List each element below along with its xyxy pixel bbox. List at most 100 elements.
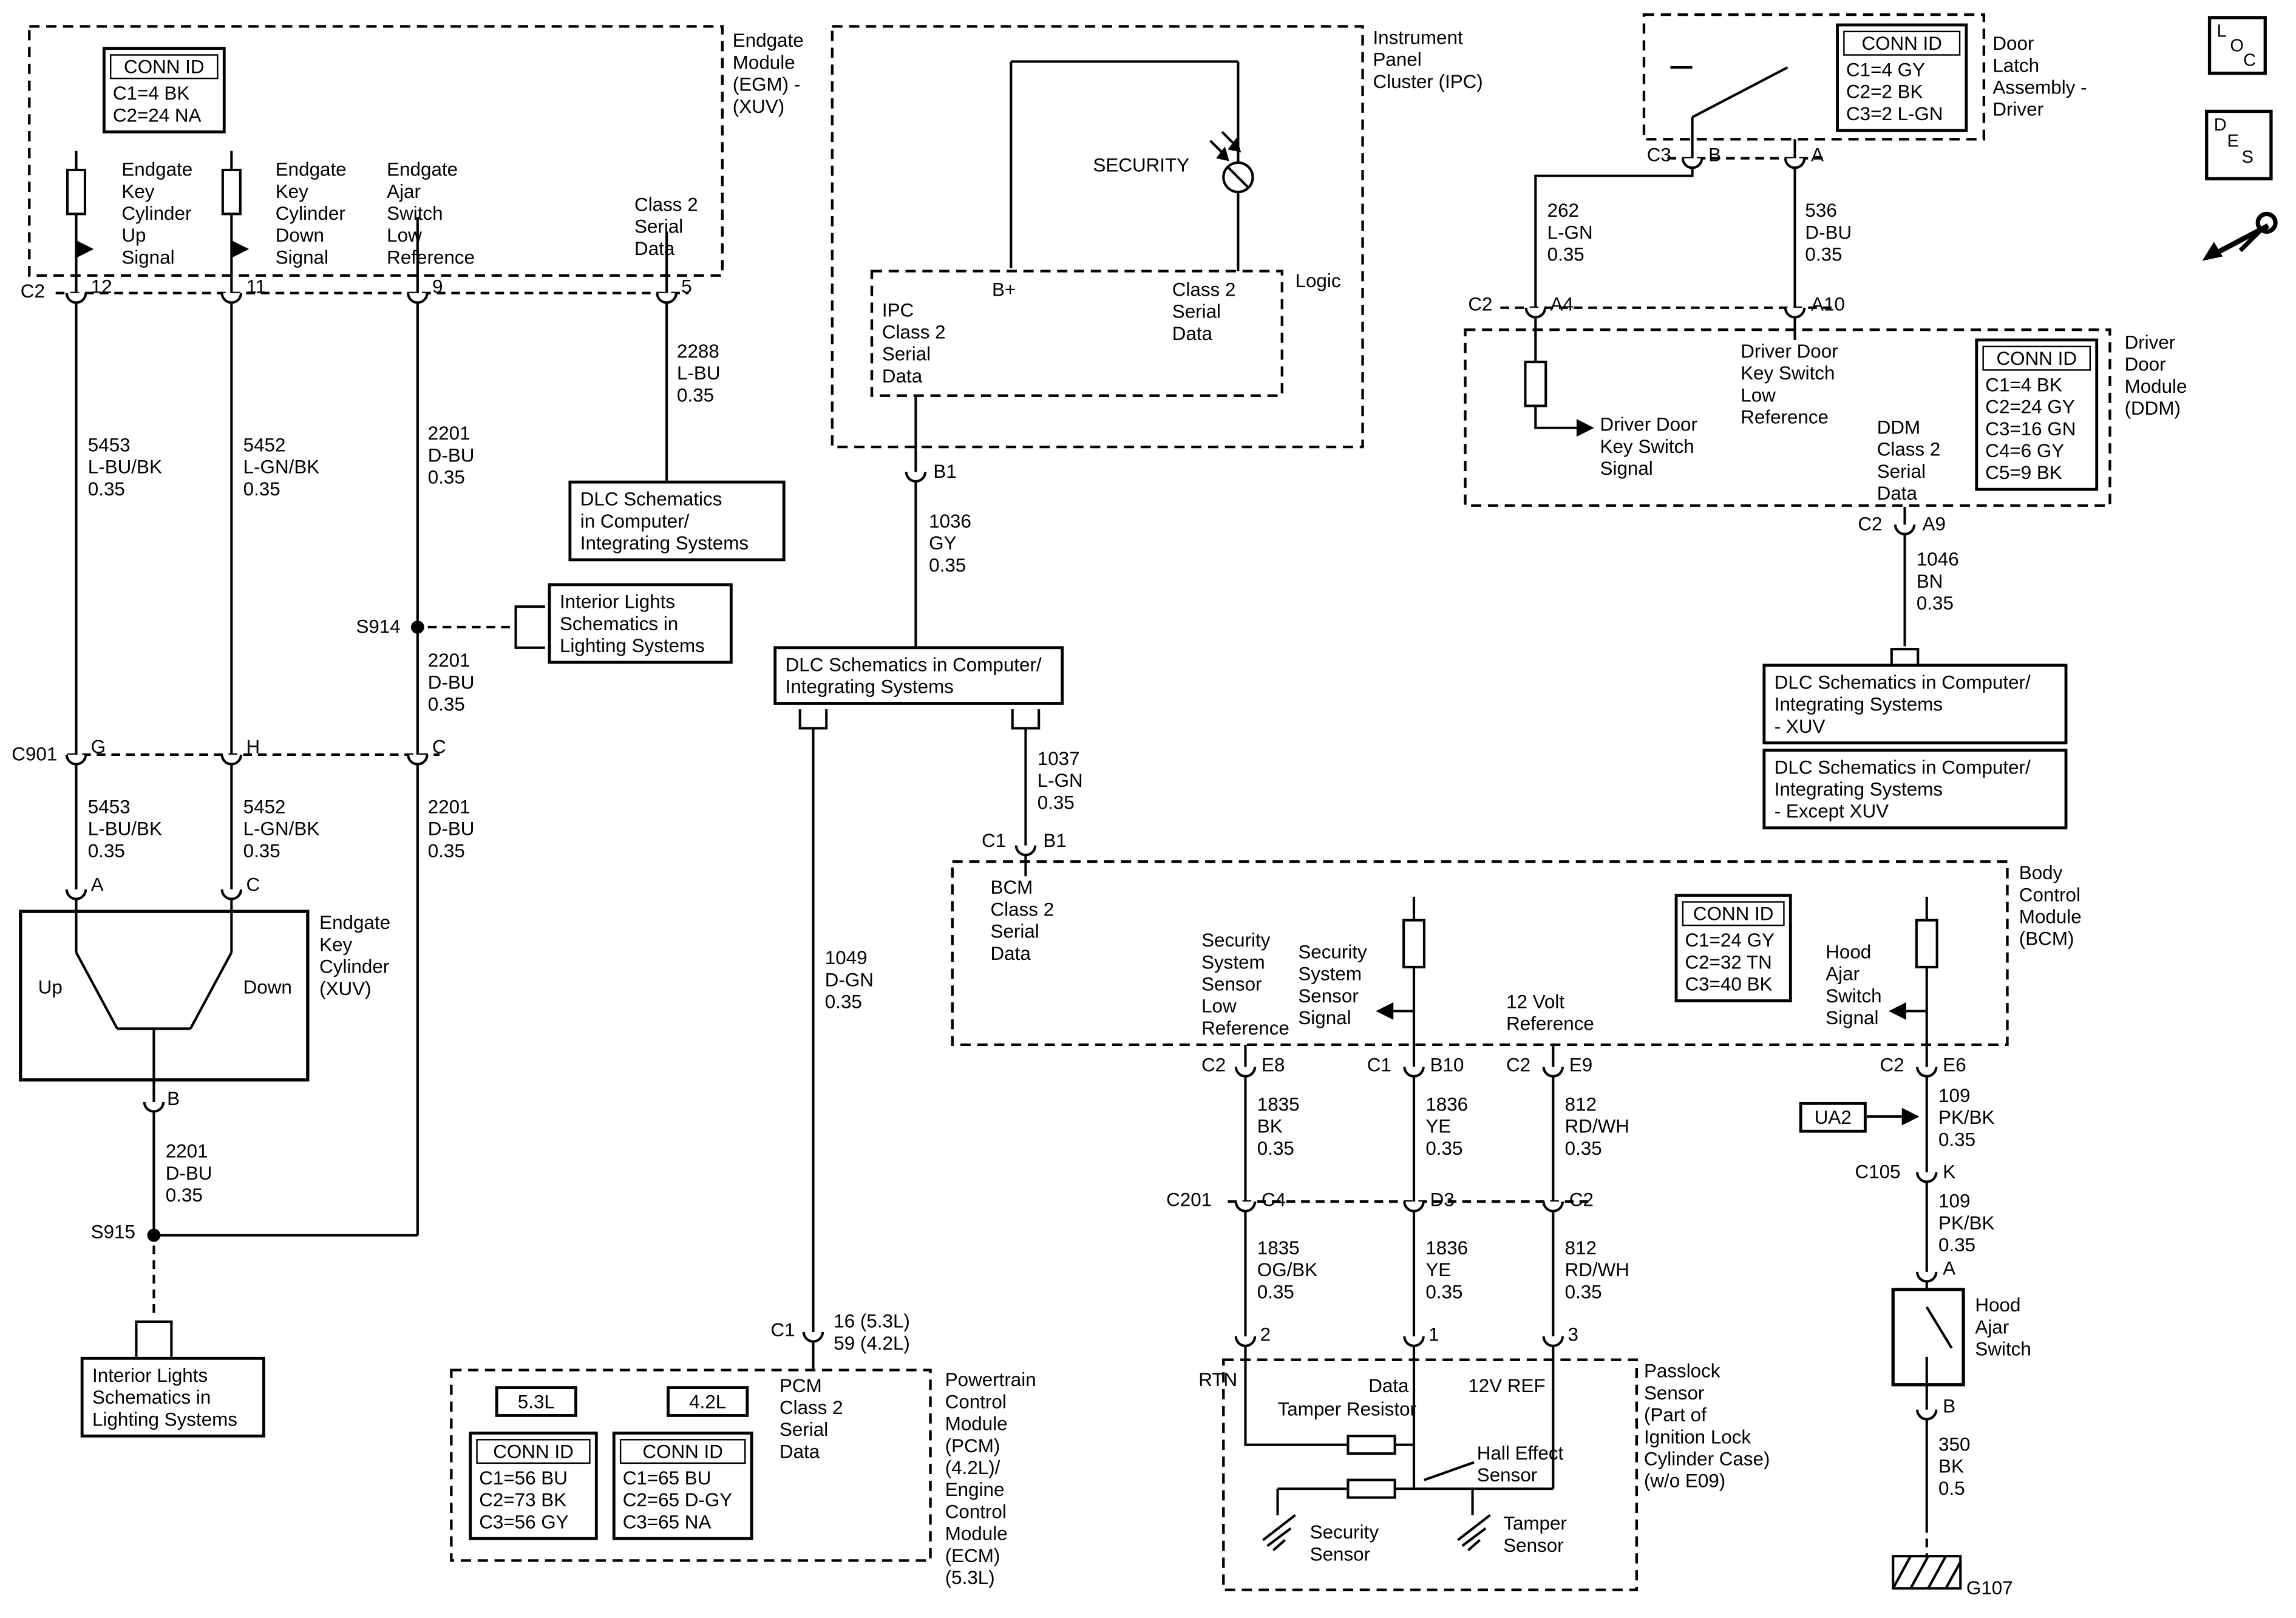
- legend-icons: [2202, 16, 2278, 261]
- pin-label-h: H: [246, 735, 260, 758]
- bcm-sec-lowref-label: Security System Sensor Low Reference: [1201, 929, 1289, 1039]
- wire-label-5453-lower: 5453 L-BU/BK 0.35: [87, 795, 162, 862]
- egm-label: Endgate Module (EGM) - (XUV): [732, 29, 804, 118]
- bcm-hood-resistor-icon: [1915, 919, 1938, 968]
- pin-label-b1-bcm: B1: [1043, 829, 1067, 852]
- pin-label-b: B: [167, 1087, 180, 1110]
- egm-fuse-down-icon: [221, 168, 242, 216]
- security-sensor-label: Security Sensor: [1309, 1521, 1379, 1565]
- wire-label-5453-upper: 5453 L-BU/BK 0.35: [87, 433, 162, 500]
- indicator-ray-head-1: [1216, 146, 1229, 161]
- conn-c901-label: C901: [12, 743, 58, 765]
- arrow-sensor-signal-icon: [1376, 1002, 1394, 1020]
- pin-label-c2: C: [246, 873, 260, 896]
- arrow-down-signal-icon: [231, 240, 250, 258]
- ddm-key-signal-wire: [1534, 313, 1577, 429]
- b-plus-label: B+: [991, 278, 1016, 301]
- egm-conn-c2-label: C2: [20, 279, 45, 302]
- signal-direction-lines: [1393, 1010, 1927, 1118]
- ipc-logic-box: [870, 270, 1283, 397]
- g107-ground-icon: [1892, 1555, 1962, 1590]
- wire-109-and-hood-switch: [1925, 897, 1953, 1525]
- pin-label-e9: E9: [1569, 1053, 1593, 1076]
- pin-label-d3: D3: [1430, 1188, 1455, 1211]
- ddm-conn-id-box: CONN ID C1=4 BK C2=24 GY C3=16 GN C4=6 G…: [1975, 338, 2099, 491]
- ipc-class2-serial-label: IPC Class 2 Serial Data: [881, 299, 946, 387]
- pin-label-c1-bcm: C1: [982, 829, 1007, 852]
- connector-lines: [55, 157, 1928, 1557]
- conn-id-title: CONN ID: [1843, 30, 1961, 56]
- passlock-12v-label: 12V REF: [1468, 1374, 1546, 1397]
- hood-switch-box: [1891, 1288, 1965, 1387]
- ddm-box: [1464, 328, 2111, 507]
- loc-letter-c: C: [2243, 50, 2256, 70]
- wire-label-109-lower: 109 PK/BK 0.35: [1938, 1189, 1995, 1256]
- wire-label-2288: 2288 L-BU 0.35: [677, 339, 721, 406]
- tamper-sensor-symbol: [1457, 1514, 1491, 1552]
- loc-icon: [2207, 16, 2267, 75]
- security-sensor-symbol: [1262, 1514, 1296, 1552]
- s915-bracket: [135, 1320, 173, 1357]
- pin-label-b1: B1: [933, 460, 957, 483]
- passlock-rtn-label: RTN: [1198, 1368, 1238, 1391]
- indicator-ray-head-2: [1228, 137, 1241, 153]
- bcm-conn-id-box: CONN ID C1=24 GY C2=32 TN C3=40 BK: [1674, 894, 1792, 1002]
- ipc-class2-signal-label: Class 2 Serial Data: [1172, 278, 1236, 345]
- wire-label-1835-lower: 1835 OG/BK 0.35: [1257, 1236, 1318, 1303]
- bcm-security-resistor-icon: [1402, 919, 1425, 968]
- bcm-12v-ref-label: 12 Volt Reference: [1506, 990, 1594, 1035]
- pin-label-5: 5: [681, 275, 692, 297]
- door-latch-label: Door Latch Assembly - Driver: [1992, 32, 2087, 120]
- ipc-internal-circuit: [1010, 60, 1240, 271]
- conn-c2-e6-label: C2: [1880, 1053, 1904, 1076]
- ipc-box: [830, 25, 1364, 449]
- wire-label-2201-lower: 2201 D-BU 0.35: [427, 795, 475, 862]
- egm-class2-label: Class 2 Serial Data: [634, 193, 698, 260]
- pin-label-e8: E8: [1262, 1053, 1285, 1076]
- wire-label-5452-lower: 5452 L-GN/BK 0.35: [243, 795, 320, 862]
- tamper-sensor-label: Tamper Sensor: [1503, 1512, 1567, 1557]
- bcm-class2-label: BCM Class 2 Serial Data: [990, 876, 1055, 965]
- wire-label-2201-bottom: 2201 D-BU 0.35: [165, 1140, 212, 1206]
- loc-letter-l: L: [2216, 20, 2227, 41]
- pin-label-b10: B10: [1430, 1053, 1464, 1076]
- pin-label-11: 11: [246, 275, 267, 297]
- splice-s914-label: S914: [356, 615, 401, 637]
- hall-resistor-icon: [1347, 1478, 1396, 1499]
- wire-1835: [1244, 1044, 1348, 1446]
- pin-label-a: A: [90, 873, 104, 896]
- pin-label-3: 3: [1567, 1323, 1578, 1345]
- endgate-cylinder-label: Endgate Key Cylinder (XUV): [319, 911, 391, 1000]
- bcm-label: Body Control Module (BCM): [2019, 862, 2082, 950]
- wire-label-1046: 1046 BN 0.35: [1916, 548, 1959, 614]
- switch-down-label: Down: [243, 976, 292, 998]
- ground-g107-label: G107: [1966, 1576, 2013, 1599]
- pin-label-2: 2: [1260, 1323, 1271, 1345]
- splice-s914-dot: [410, 620, 424, 634]
- conn-c2-e9-label: C2: [1506, 1053, 1531, 1076]
- conn-c2-e8-label: C2: [1201, 1053, 1226, 1076]
- pin-label-a9: A9: [1922, 512, 1946, 535]
- pin-label-a10: A10: [1811, 293, 1845, 315]
- bcm-hood-signal-label: Hood Ajar Switch Signal: [1826, 940, 1882, 1029]
- wire-label-1049: 1049 D-GN 0.35: [824, 947, 874, 1013]
- components: [19, 131, 1965, 1590]
- des-letter-d: D: [2213, 114, 2227, 135]
- ddm-resistor-icon: [1524, 361, 1547, 407]
- dlc-stub-right: [1011, 709, 1041, 730]
- conn-id-title: CONN ID: [1982, 345, 2091, 371]
- conn-c105-label: C105: [1855, 1160, 1901, 1183]
- pin-label-a-latch: A: [1811, 143, 1824, 166]
- conn-id-title: CONN ID: [476, 1439, 591, 1464]
- conn-id-title: CONN ID: [619, 1439, 746, 1464]
- pcm-class2-label: PCM Class 2 Serial Data: [779, 1374, 843, 1463]
- splice-s915-label: S915: [90, 1220, 135, 1243]
- conn-id-entries: C1=4 GY C2=2 BK C3=2 L-GN: [1846, 58, 1943, 125]
- bcm-box: [951, 860, 2009, 1046]
- splice-s915-dot: [147, 1228, 161, 1242]
- ddm-label: Driver Door Module (DDM): [2124, 331, 2187, 420]
- tamper-resistor-icon: [1347, 1435, 1396, 1455]
- conn-id-entries: C1=24 GY C2=32 TN C3=40 BK: [1685, 929, 1775, 995]
